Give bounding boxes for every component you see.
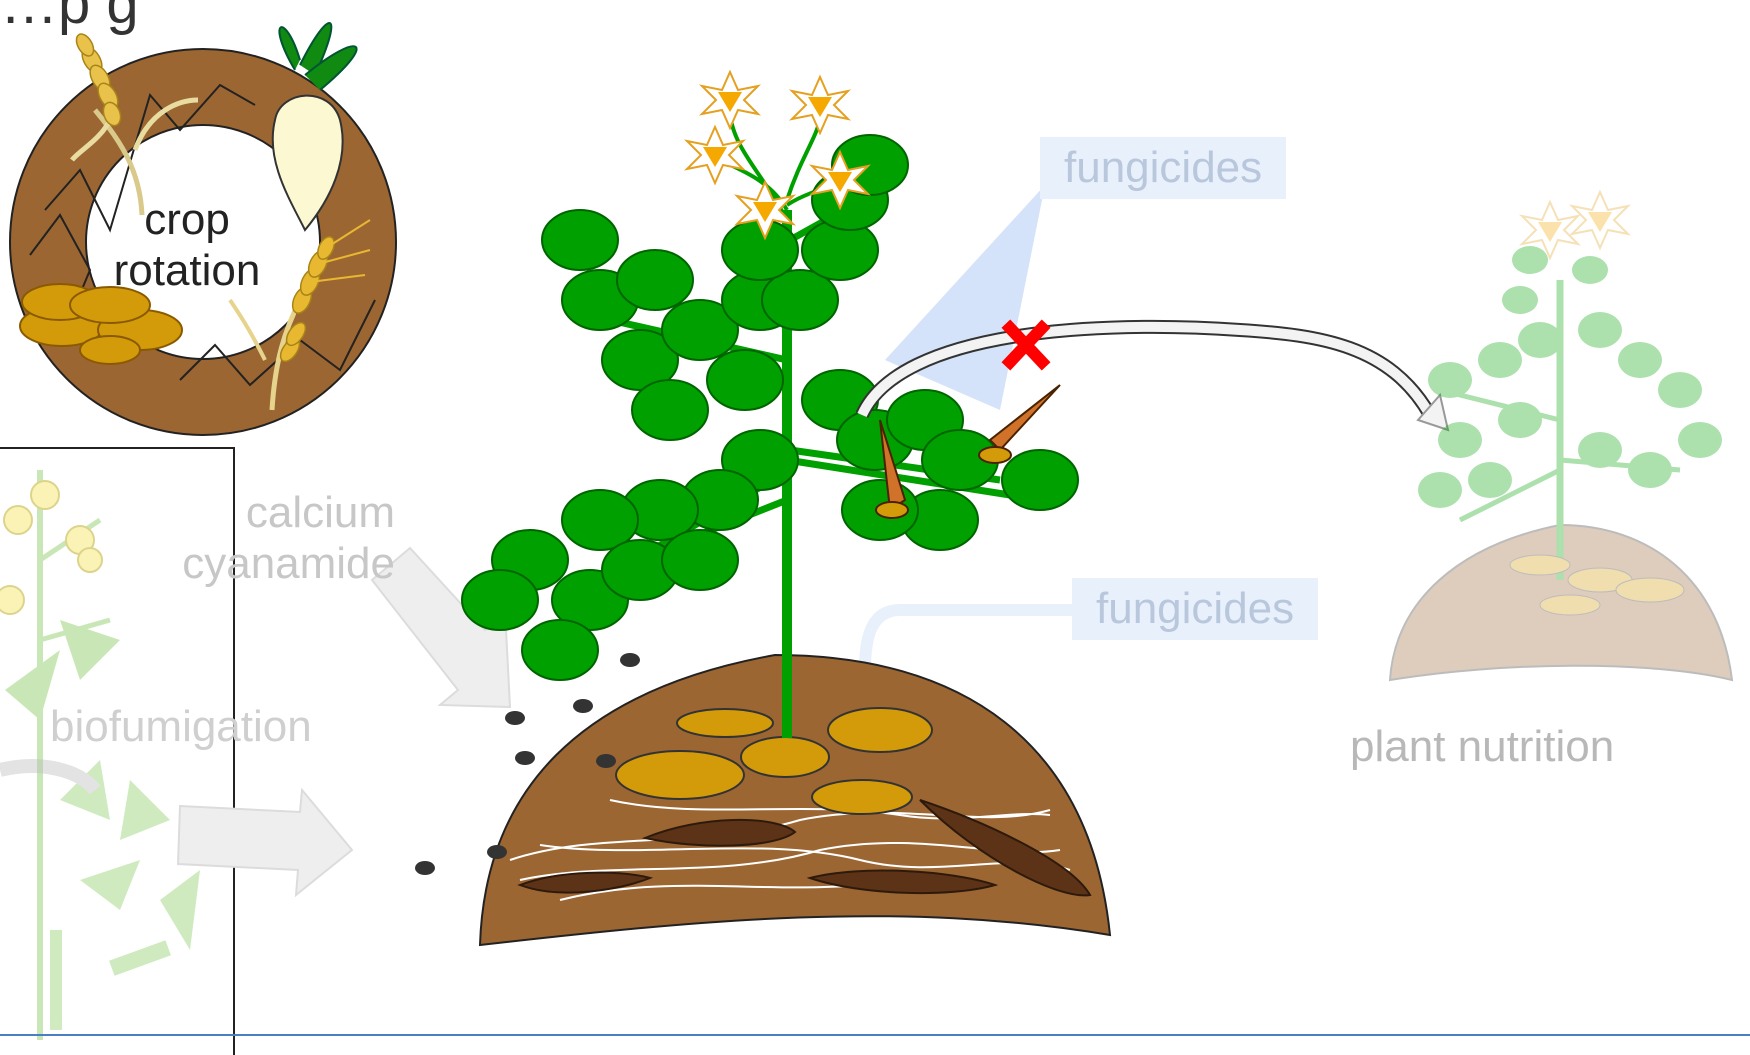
biofumigation-label: biofumigation — [50, 702, 312, 753]
crop-rotation-label: crop rotation — [107, 195, 267, 296]
biofumigation-arrow — [178, 790, 352, 895]
plant-nutrition-label: plant nutrition — [1350, 722, 1614, 773]
chopped-plant-debris — [0, 760, 200, 1030]
potato-plant — [462, 72, 1078, 738]
fungicides-foliar-label: fungicides — [1040, 137, 1286, 199]
fungicides-soil-label: fungicides — [1072, 578, 1318, 640]
calcium-cyanamide-label: calcium cyanamide — [140, 488, 395, 589]
soil-mound — [480, 655, 1110, 945]
healthy-plant-ghost — [1390, 192, 1732, 680]
